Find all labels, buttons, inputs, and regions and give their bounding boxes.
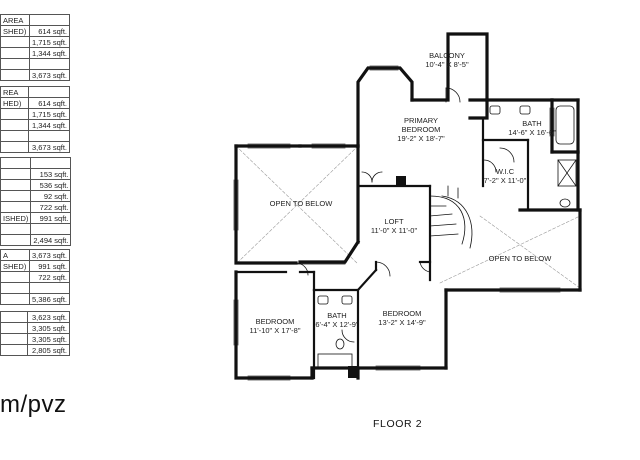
wic-dims: 7'-2" X 11'-0" [484, 176, 527, 185]
open-to-below-left-diagonals [235, 145, 359, 265]
wic-name: W.I.C [496, 167, 515, 176]
area-table-row: SHED)614 sqft. [0, 25, 71, 37]
loft-dims: 11'-0" X 11'-0" [371, 226, 418, 235]
area-value-cell: 5,386 sqft. [28, 293, 71, 305]
bedroom-left-name: BEDROOM [256, 317, 295, 326]
area-table-row: 5,386 sqft. [0, 293, 71, 305]
bath-fixtures [317, 105, 577, 369]
area-value-cell: 3,673 sqft. [27, 141, 71, 153]
open-to-below-left-label: OPEN TO BELOW [270, 199, 334, 208]
area-value-cell: 2,494 sqft. [30, 234, 72, 246]
area-table-row: 2,494 sqft. [0, 234, 72, 246]
loft-name: LOFT [384, 217, 404, 226]
area-table-row [0, 130, 71, 142]
open-to-below-right-diagonals [439, 215, 581, 289]
bedroom-right-name: BEDROOM [383, 309, 422, 318]
balcony-name: BALCONY [429, 51, 465, 60]
area-table-row: 722 sqft. [0, 201, 72, 213]
area-table-row: 3,673 sqft. [0, 141, 71, 153]
room-labels: BALCONY 10'-4" X 8'-5" PRIMARY BEDROOM 1… [250, 51, 557, 335]
area-value-cell: 3,673 sqft. [28, 69, 71, 81]
hall-bath-name: BATH [327, 311, 346, 320]
open-to-below-right-label: OPEN TO BELOW [489, 254, 553, 263]
primary-bedroom-name-2: BEDROOM [402, 125, 441, 134]
doors [295, 87, 515, 343]
primary-bedroom-name-1: PRIMARY [404, 116, 438, 125]
area-table-3: 153 sqft.536 sqft.92 sqft.722 sqft.ISHED… [0, 157, 72, 246]
area-table-row: HED)614 sqft. [0, 97, 71, 109]
bedroom-left-dims: 11'-10" X 17'-8" [250, 326, 301, 335]
bedroom-right-dims: 13'-2" X 14'-9" [378, 318, 426, 327]
staircase [429, 185, 473, 249]
floor-title: FLOOR 2 [373, 418, 423, 430]
hall-bath-dims: 6'-4" X 12'-9" [315, 320, 359, 329]
windows [233, 65, 561, 381]
area-table-row [0, 223, 72, 235]
area-table-row: 2,805 sqft. [0, 344, 71, 356]
area-table-row: ISHED)991 sqft. [0, 212, 72, 224]
interior-walls [234, 116, 530, 380]
primary-bath-dims: 14'-6" X 16'-6" [508, 128, 556, 137]
area-table-row: 3,673 sqft. [0, 69, 71, 81]
area-value-cell: 2,805 sqft. [26, 344, 71, 356]
primary-bedroom-dims: 19'-2" X 18'-7" [397, 134, 445, 143]
site-watermark-text: m/pvz [0, 391, 67, 418]
area-label-cell [0, 234, 32, 246]
area-table-5: 3,623 sqft.3,305 sqft.3,305 sqft.2,805 s… [0, 311, 71, 356]
area-table-row: 3,305 sqft. [0, 333, 71, 345]
balcony-dims: 10'-4" X 8'-5" [425, 60, 469, 69]
structural-posts [348, 176, 406, 378]
area-table-row [0, 282, 71, 294]
primary-bath-name: BATH [522, 119, 541, 128]
area-table-row: 1,715 sqft. [0, 108, 71, 120]
